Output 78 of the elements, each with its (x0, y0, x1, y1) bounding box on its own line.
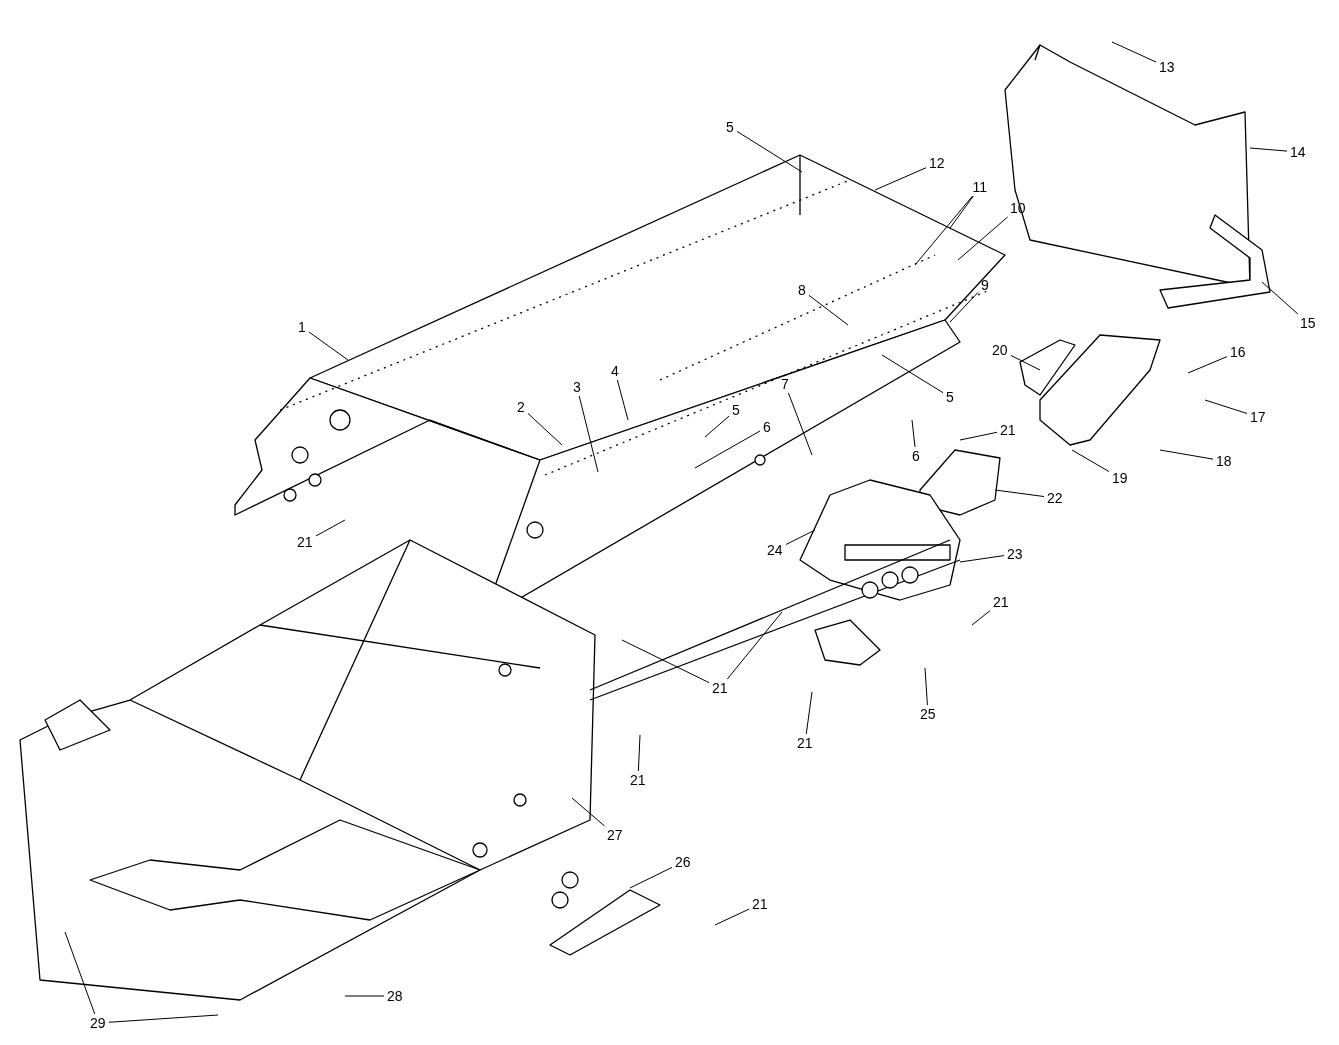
callout-number: 21 (628, 772, 648, 788)
callout-number: 21 (998, 422, 1018, 438)
callout-number: 17 (1248, 409, 1268, 425)
callout-number: 7 (779, 376, 791, 392)
callout-number: 21 (795, 735, 815, 751)
callout-number: 5 (730, 402, 742, 418)
leader-line (694, 430, 761, 469)
callout-number: 20 (990, 342, 1010, 358)
callout-number: 29 (88, 1015, 108, 1031)
leader-line (1187, 356, 1228, 374)
leader-line (1159, 449, 1214, 460)
leader-line (726, 611, 783, 680)
callout-number: 3 (571, 379, 583, 395)
leader-line (914, 195, 973, 266)
leader-line (957, 216, 1009, 261)
leader-line (344, 995, 385, 997)
leader-line (949, 195, 974, 229)
callout-number: 6 (910, 448, 922, 464)
leader-line (959, 555, 1005, 563)
callout-number: 22 (1045, 490, 1065, 506)
callout-number: 5 (724, 119, 736, 135)
leader-line (1249, 147, 1288, 152)
leader-line (736, 130, 803, 173)
callout-number: 12 (927, 155, 947, 171)
leader-line (1261, 281, 1299, 315)
callout-number: 21 (991, 594, 1011, 610)
leader-line (308, 331, 349, 361)
callout-number: 9 (979, 277, 991, 293)
leader-line (949, 291, 979, 323)
callout-number: 4 (609, 363, 621, 379)
leader-line (874, 167, 927, 191)
callout-number: 21 (750, 896, 770, 912)
callout-number: 6 (761, 419, 773, 435)
leader-line (64, 931, 96, 1015)
callout-number: 21 (295, 534, 315, 550)
callout-number: 18 (1214, 453, 1234, 469)
leader-line (994, 489, 1045, 498)
leader-line (704, 415, 730, 438)
callout-number: 1 (296, 319, 308, 335)
leader-line (787, 392, 813, 456)
callout-number: 11 (970, 179, 990, 195)
callout-number: 16 (1228, 344, 1248, 360)
leader-line (571, 797, 606, 827)
leader-line (578, 395, 599, 473)
leader-line (1111, 41, 1157, 63)
leader-line (714, 908, 750, 926)
leader-line (971, 610, 991, 626)
leader-line (881, 354, 944, 394)
leader-line (911, 419, 916, 448)
leader-line (108, 1014, 219, 1023)
callout-number: 28 (385, 988, 405, 1004)
leader-line (1010, 355, 1041, 371)
callout-number: 24 (765, 542, 785, 558)
leader-line (527, 413, 563, 446)
leader-line (315, 519, 346, 537)
leader-line (616, 379, 629, 421)
callout-number: 15 (1298, 315, 1318, 331)
callout-number: 27 (605, 827, 625, 843)
callout-number: 2 (515, 399, 527, 415)
callout-number: 25 (918, 706, 938, 722)
leader-line (959, 431, 998, 441)
callout-number: 8 (796, 282, 808, 298)
leader-line (629, 866, 673, 889)
leader-line (805, 691, 813, 735)
callout-number: 5 (944, 389, 956, 405)
leader-line (637, 734, 641, 772)
leader-line (924, 667, 928, 706)
callout-number: 26 (673, 854, 693, 870)
leader-line (1071, 449, 1110, 473)
callout-number: 14 (1288, 144, 1308, 160)
callout-number: 23 (1005, 546, 1025, 562)
leader-line (621, 639, 710, 684)
callout-number: 21 (710, 680, 730, 696)
leader-line (785, 529, 816, 545)
callout-number: 19 (1110, 470, 1130, 486)
leader-line (1204, 399, 1248, 414)
callout-number: 13 (1157, 59, 1177, 75)
leader-line (808, 294, 849, 326)
